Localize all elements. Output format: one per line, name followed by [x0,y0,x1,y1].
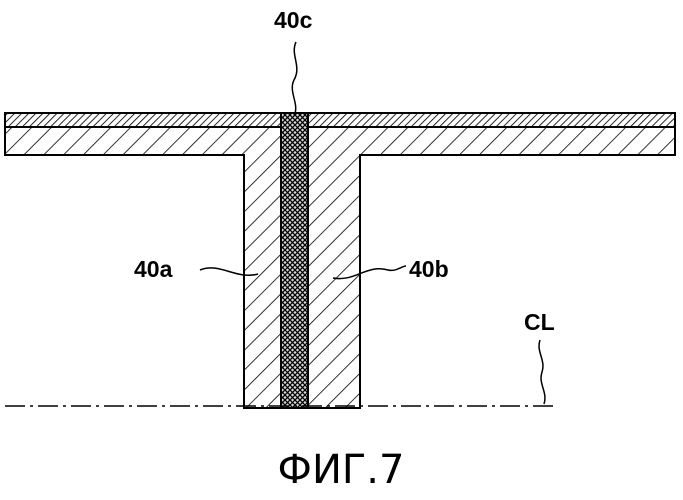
leader-40c [292,42,297,116]
figure-caption: ФИГ.7 [278,447,405,493]
part-40b-body [308,127,675,408]
label-40c: 40c [274,7,313,33]
part-40c-joint [281,113,308,408]
label-cl: CL [524,309,555,335]
label-40a: 40a [134,256,173,282]
leader-cl [539,340,545,404]
top-layer [5,113,675,127]
label-40b: 40b [409,256,449,282]
